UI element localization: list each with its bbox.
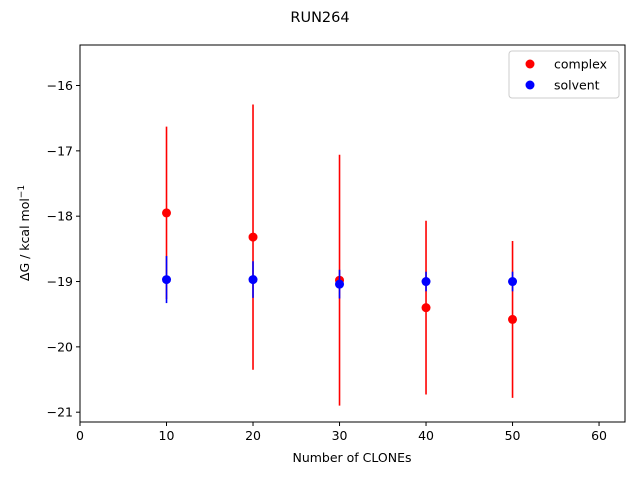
chart-title: RUN264 [290,10,349,26]
legend: complex solvent [508,50,620,99]
series-solvent [162,256,518,304]
data-point-solvent-40 [421,277,431,287]
data-point-solvent-20 [248,275,258,285]
y-tick-label: −19 [47,274,73,289]
axes-frame [79,44,626,423]
y-axis-label: ΔG / kcal mol−1 [17,185,32,281]
data-point-solvent-30 [335,279,345,289]
data-point-complex-40 [421,303,431,313]
x-axis-ticks: 0 10 20 30 40 50 60 [76,422,607,443]
data-point-solvent-10 [162,275,172,285]
legend-frame [508,50,620,99]
data-point-complex-10 [162,208,172,218]
x-axis-label: Number of CLONEs [292,450,411,465]
x-tick-label: 10 [159,428,175,443]
y-tick-label: −16 [47,78,73,93]
x-tick-label: 20 [245,428,261,443]
legend-marker-complex [525,59,535,69]
y-tick-label: −21 [47,405,73,420]
y-tick-label: −17 [47,143,73,158]
y-axis-label-main: ΔG / kcal mol [17,198,32,281]
x-tick-label: 60 [591,428,607,443]
x-tick-label: 40 [418,428,434,443]
legend-marker-solvent [525,80,535,90]
legend-label-complex: complex [554,57,607,72]
legend-label-solvent: solvent [554,78,600,93]
x-tick-label: 50 [505,428,521,443]
data-point-complex-20 [248,232,258,242]
y-tick-label: −20 [47,339,73,354]
data-point-complex-50 [508,314,518,324]
data-point-solvent-50 [508,277,518,287]
x-tick-label: 0 [76,428,84,443]
y-axis-ticks: −21 −20 −19 −18 −17 −16 [47,78,80,420]
y-axis-label-superscript: −1 [17,185,27,198]
x-tick-label: 30 [332,428,348,443]
y-tick-label: −18 [47,209,73,224]
plot-area [162,104,518,406]
